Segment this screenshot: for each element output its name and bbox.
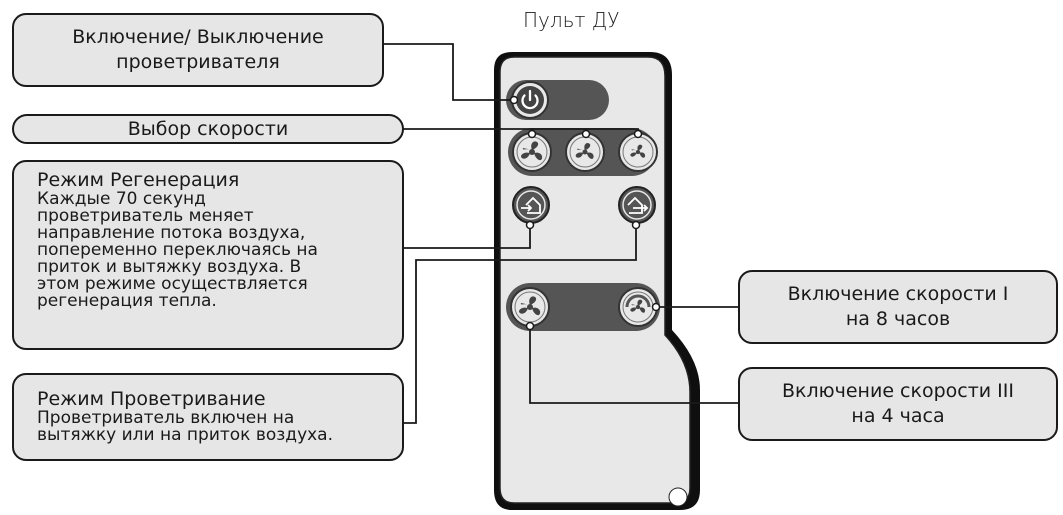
description-line: приток и вытяжку воздуха. В <box>37 257 302 277</box>
speed-callout-text: Выбор скорости <box>127 117 289 140</box>
ventilation-title: Режим Проветривание <box>37 388 266 410</box>
speed-2-button[interactable] <box>565 132 605 172</box>
speed-callout: Выбор скорости <box>12 114 404 144</box>
ventilation-callout: Режим Проветривание Проветриватель включ… <box>12 373 404 461</box>
speed1-timer-line1: Включение скорости I <box>787 283 1009 305</box>
power-callout: Включение/ Выключение проветривателя <box>12 13 384 87</box>
description-line: попеременно переключаясь на <box>37 240 318 260</box>
speed-1-button[interactable] <box>512 132 552 172</box>
remote-title: Пульт ДУ <box>523 8 620 32</box>
connector-dots <box>509 95 661 331</box>
power-button[interactable] <box>511 81 549 119</box>
description-line: направление потока воздуха, <box>37 223 306 243</box>
description-line: вытяжку или на приток воздуха. <box>37 425 334 445</box>
speed-1-timer-button[interactable] <box>618 287 658 327</box>
description-line: Проветриватель включен на <box>37 408 295 428</box>
regeneration-button[interactable] <box>512 186 550 224</box>
house-exhaust-icon <box>627 196 649 214</box>
description-line: регенерация тепла. <box>37 291 217 311</box>
ventilation-button[interactable] <box>618 186 656 224</box>
speed1-timer-line2: на 8 часов <box>845 308 951 330</box>
speed-3-timer-button[interactable] <box>510 287 550 327</box>
power-callout-text: Включение/ Выключение проветривателя <box>72 26 324 73</box>
remote-hole <box>668 487 688 507</box>
description-line: проветриватель меняет <box>37 206 254 226</box>
description-line: Каждые 70 секунд <box>37 189 206 209</box>
speed-3-button[interactable] <box>618 132 658 172</box>
ventilation-description: Проветриватель включен на вытяжку или на… <box>37 410 392 444</box>
regeneration-title: Режим Регенерация <box>37 169 240 191</box>
speed3-timer-line1: Включение скорости III <box>781 380 1014 402</box>
regeneration-callout: Режим Регенерация Каждые 70 секунд прове… <box>12 160 404 350</box>
speed3-timer-line2: на 4 часа <box>851 405 945 427</box>
power-icon <box>521 89 539 110</box>
speed3-timer-callout: Включение скорости III на 4 часа <box>738 367 1058 441</box>
regeneration-description: Каждые 70 секунд проветриватель меняет н… <box>37 191 392 310</box>
description-line: этом режиме осуществляется <box>37 274 308 294</box>
speed1-timer-callout: Включение скорости I на 8 часов <box>738 270 1058 344</box>
remote-body <box>499 56 691 504</box>
house-supply-icon <box>521 196 541 214</box>
